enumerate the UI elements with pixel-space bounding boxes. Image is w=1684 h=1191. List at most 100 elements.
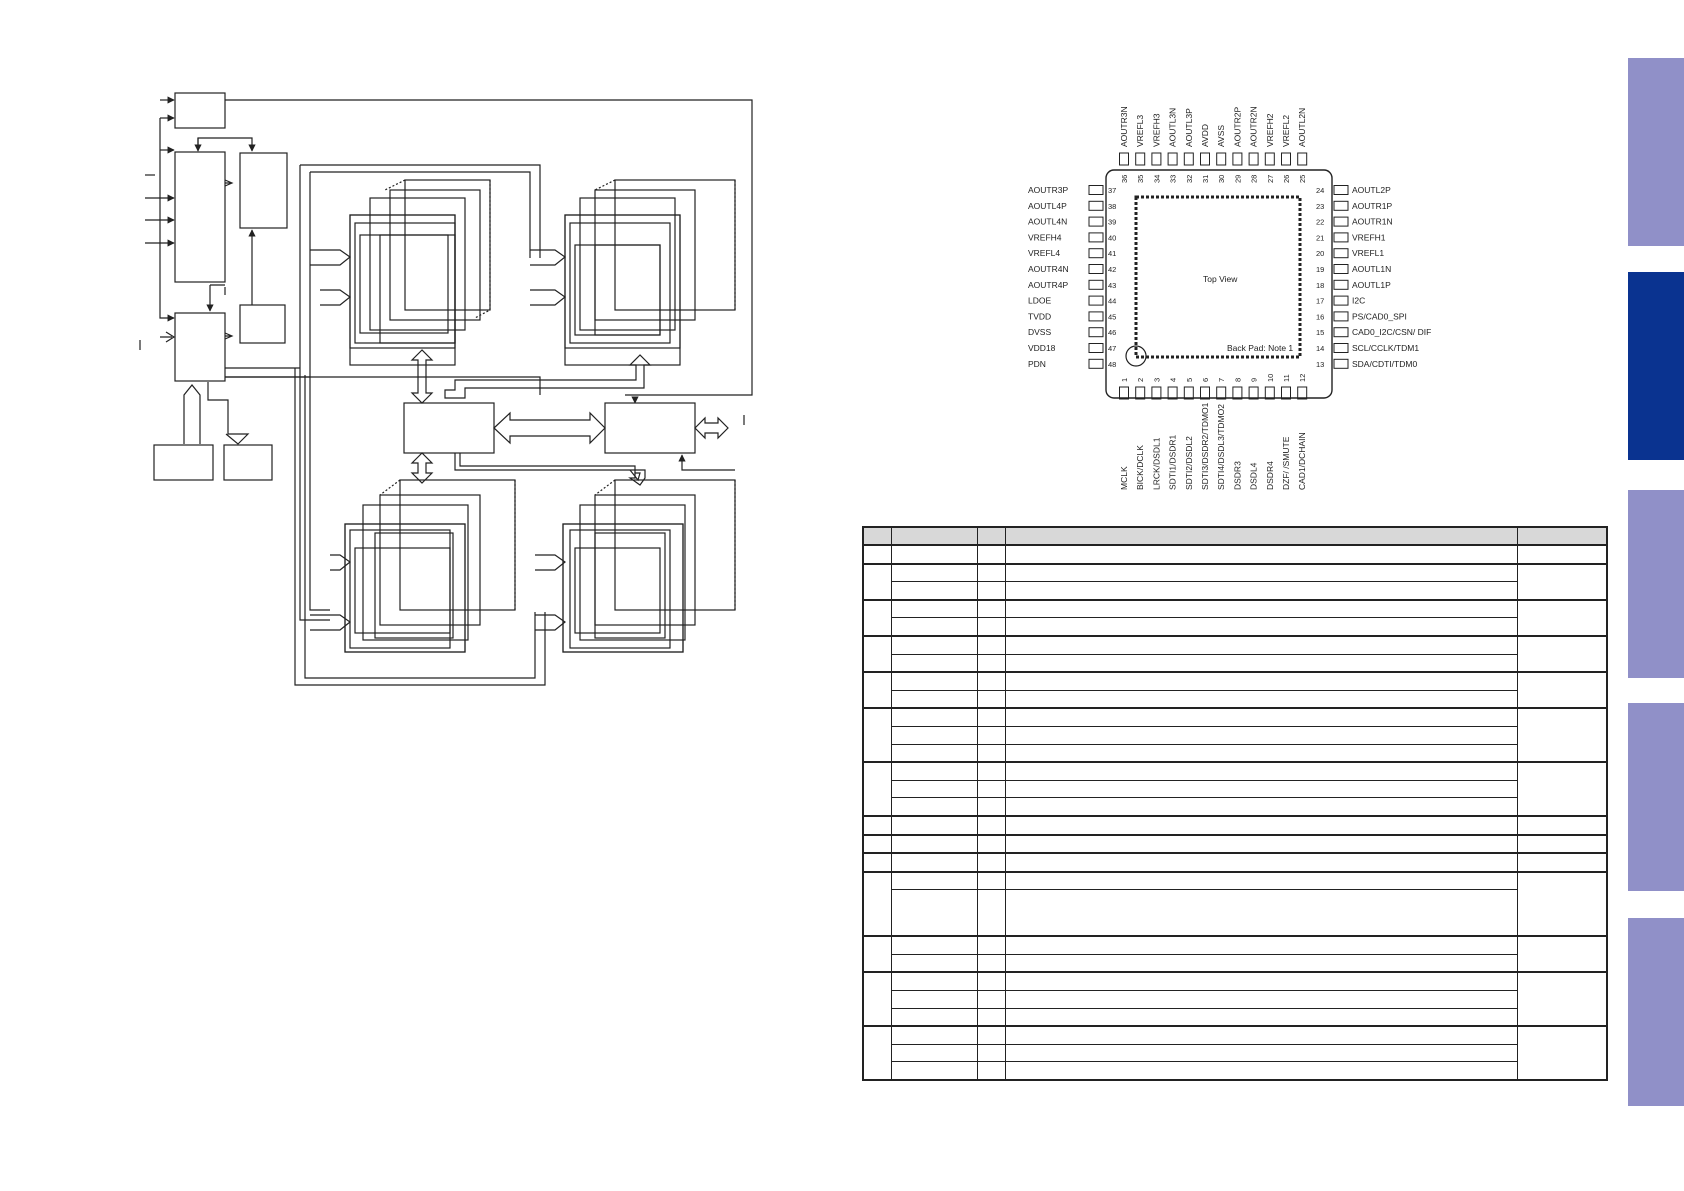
table-cell-pin-name [890,1007,978,1027]
table-cell-no [862,833,892,854]
table-row [862,634,1608,673]
pin-name: AOUTL1P [1352,280,1391,290]
pin-name: SDTI1/DSDR1 [1168,434,1178,490]
table-row [863,1007,1607,1027]
pin-number: 21 [1316,233,1324,242]
pin-name: LRCK/DSDL1 [1151,437,1161,490]
table-cell-io [976,634,1006,655]
table-cell-function [1004,953,1518,973]
table-cell-io [976,743,1006,763]
pin-number: 3 [1152,378,1161,382]
table-cell-function [1004,581,1518,601]
table-row [863,990,1607,1009]
table-cell-function [1004,761,1518,781]
pin-name: VREFL3 [1135,115,1145,147]
table-cell-no [862,852,892,873]
pin-number: 12 [1298,374,1307,382]
table-cell-power-down [1516,833,1608,854]
pin-number: 5 [1185,378,1194,382]
side-tab-2[interactable] [1628,272,1684,460]
table-cell-io [976,581,1006,601]
table-cell-pin-name [890,562,978,583]
pin-number: 43 [1108,281,1116,290]
side-tab-3[interactable] [1628,490,1684,678]
table-cell-io [976,671,1006,691]
table-cell-io [976,870,1006,891]
table-cell-function [1004,634,1518,655]
pin-name: PDN [1028,359,1046,369]
table-cell-io [976,953,1006,973]
pin-number: 13 [1316,360,1324,369]
table-cell-pin-name [890,725,978,745]
pin-name: MCLK [1119,466,1129,490]
block-clock [174,92,226,129]
pin-number: 44 [1108,297,1116,306]
table-row [862,935,1608,973]
table-cell-function [1004,743,1518,763]
table-cell-function [1004,971,1518,992]
table-row [862,1025,1608,1081]
table-cell-io [976,562,1006,583]
table-cell-power-down [1516,1025,1608,1081]
table-cell-no [862,971,892,1027]
table-body [862,544,1608,1081]
table-row [862,833,1608,854]
table-row [862,562,1608,601]
pin-number: 23 [1316,202,1324,211]
table-cell-pin-name [890,953,978,973]
table-cell-io [976,707,1006,727]
side-tab-4[interactable] [1628,703,1684,891]
table-cell-io [976,617,1006,637]
pin-number: 41 [1108,249,1116,258]
table-cell-no [862,935,892,973]
pin-name: SDTI2/DSDL2 [1184,436,1194,490]
block-register [174,312,226,382]
header-cell-no [862,526,892,546]
pins: 36AOUTR3N35VREFL334VREFH333AOUTL3N32AOUT… [1028,106,1431,490]
table-cell-pin-name [890,833,978,854]
table-cell-io [976,1025,1006,1045]
table-cell-pin-name [890,935,978,955]
pin-name: DSDR4 [1265,461,1275,490]
pin-name: PS/CAD0_SPI [1352,311,1407,321]
pin-name: AOUTR2N [1249,106,1259,147]
header-cell-io [976,526,1006,546]
pin-number: 48 [1108,360,1116,369]
table-cell-function [1004,779,1518,799]
pin-18: 18 AOUTL1P [1316,279,1391,290]
table-cell-pin-name [890,743,978,763]
side-tab-5[interactable] [1628,918,1684,1106]
table-cell-pin-name [890,689,978,709]
block-diagram [139,92,753,686]
table-cell-pin-name [890,814,978,835]
table-cell-pin-name [890,797,978,817]
pin-name: I2C [1352,296,1365,306]
pin-number: 18 [1316,281,1324,290]
pin-number: 2 [1136,378,1145,382]
table-row [862,971,1608,1027]
table-cell-function [1004,562,1518,583]
side-tab-1[interactable] [1628,58,1684,246]
table-cell-no [862,1025,892,1081]
table-cell-io [976,598,1006,619]
table-cell-io [976,852,1006,873]
pin-number: 29 [1233,175,1242,183]
table-cell-power-down [1516,707,1608,763]
pin-name: AOUTR3P [1028,185,1068,195]
